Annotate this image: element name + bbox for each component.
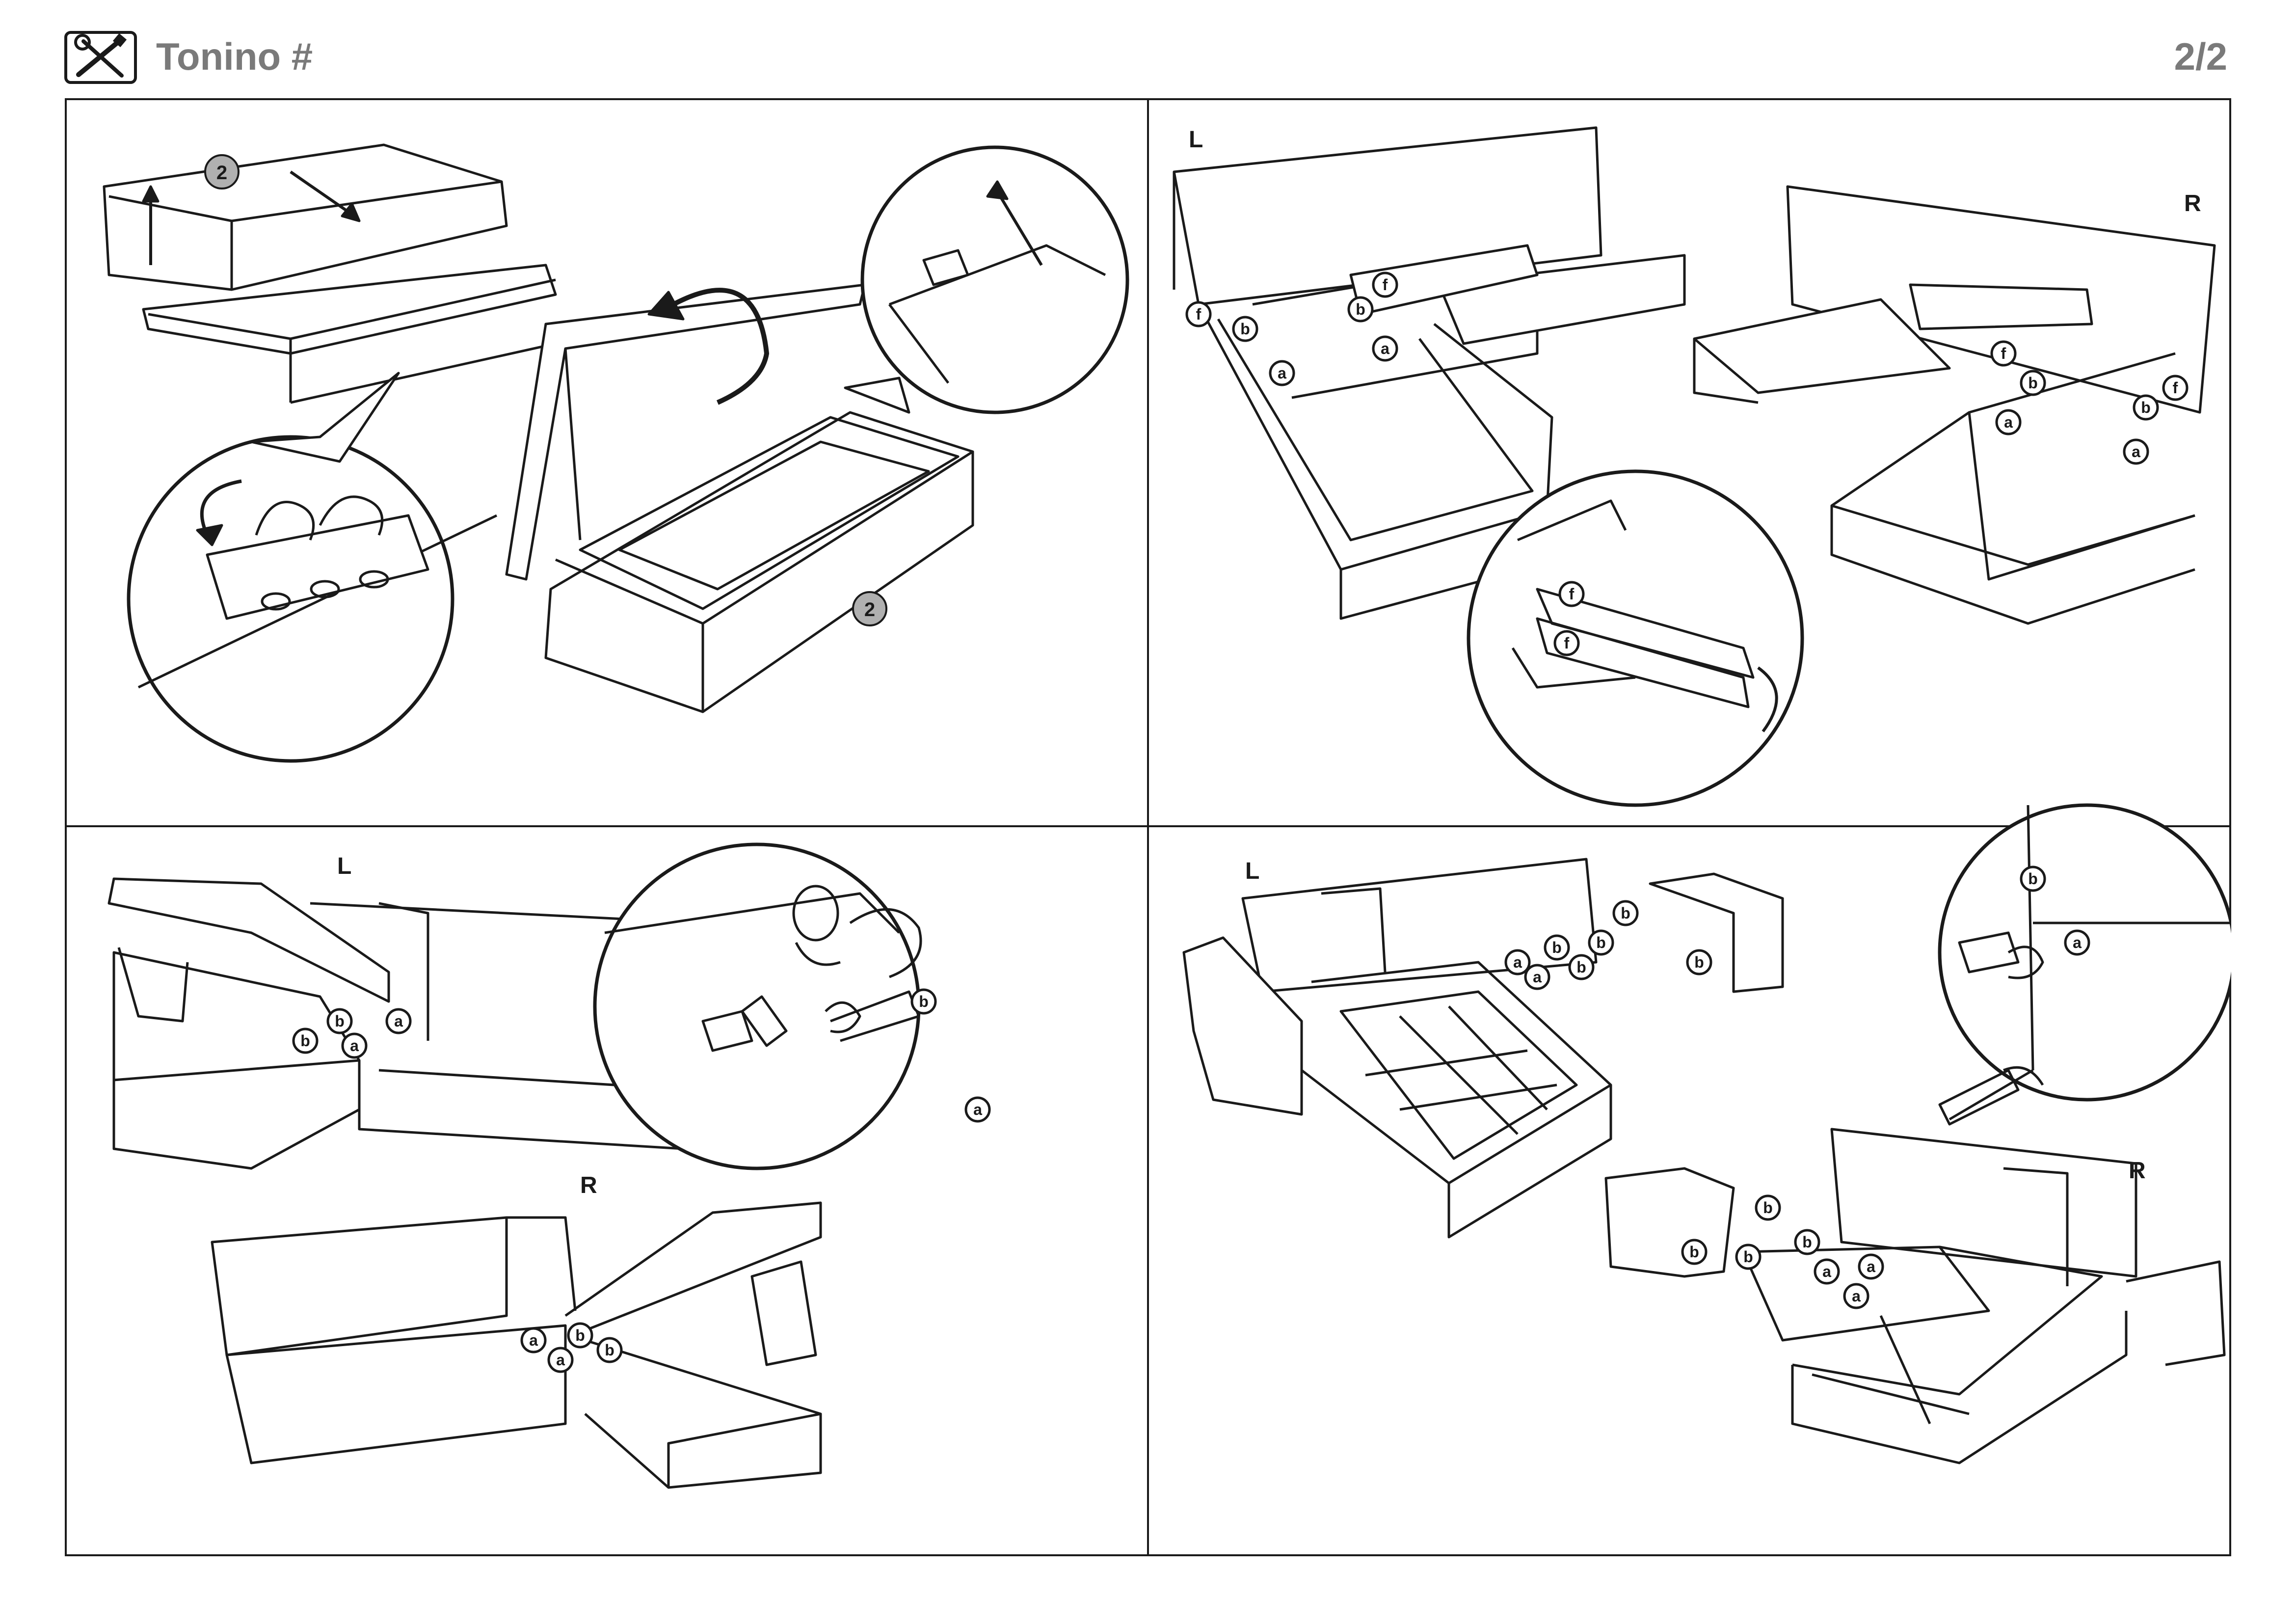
tools-icon bbox=[64, 30, 137, 84]
callout-b: b bbox=[335, 1012, 345, 1030]
side-label-right: R bbox=[2129, 1158, 2146, 1184]
callout-b: b bbox=[1694, 953, 1704, 971]
callout-f: f bbox=[2173, 379, 2178, 397]
callout-b: b bbox=[1240, 320, 1250, 338]
callout-b: b bbox=[1621, 904, 1630, 922]
callout-a: a bbox=[2004, 413, 2013, 431]
callout-b: b bbox=[1689, 1243, 1699, 1261]
callout-f: f bbox=[1564, 634, 1570, 652]
instruction-panels: 2 2 bbox=[65, 98, 2231, 1556]
callout-b: b bbox=[1576, 958, 1586, 976]
page-indicator: 2/2 bbox=[2174, 35, 2227, 78]
callout-b: b bbox=[1802, 1233, 1812, 1251]
side-label-left: L bbox=[337, 853, 351, 879]
panel-bottom-left bbox=[107, 842, 991, 1489]
callout-b: b bbox=[2028, 374, 2038, 392]
callout-a: a bbox=[1852, 1287, 1861, 1305]
panel-top-right bbox=[1173, 126, 2216, 807]
callout-a: a bbox=[1533, 968, 1542, 986]
callout-a: a bbox=[1278, 364, 1286, 382]
callout-f: f bbox=[1383, 276, 1388, 294]
callout-b: b bbox=[605, 1341, 614, 1359]
callout-a: a bbox=[1381, 340, 1389, 357]
callout-b: b bbox=[1743, 1248, 1753, 1266]
callout-a: a bbox=[1867, 1258, 1875, 1275]
callout-a: a bbox=[2132, 443, 2140, 460]
side-label-left: L bbox=[1245, 858, 1259, 884]
callout-a: a bbox=[556, 1351, 565, 1369]
callout-b: b bbox=[300, 1032, 310, 1050]
callout-b: b bbox=[919, 993, 929, 1010]
callout-a: a bbox=[394, 1012, 403, 1030]
panel-top-left bbox=[103, 143, 1129, 763]
callout-a: a bbox=[2073, 934, 2082, 951]
callout-a: a bbox=[1822, 1263, 1831, 1280]
page-title: Tonino # bbox=[156, 35, 313, 78]
callout-b: b bbox=[575, 1326, 585, 1344]
callout-b: b bbox=[1356, 300, 1365, 318]
side-label-left: L bbox=[1189, 127, 1203, 153]
callout-a: a bbox=[350, 1037, 359, 1055]
callout-b: b bbox=[2028, 870, 2038, 888]
callout-b: b bbox=[2141, 399, 2151, 416]
callout-f: f bbox=[1196, 305, 1201, 323]
callout-a: a bbox=[1513, 953, 1522, 971]
step-badge: 2 bbox=[216, 162, 227, 184]
callout-b: b bbox=[1596, 934, 1606, 951]
side-label-right: R bbox=[2184, 190, 2201, 217]
callout-b: b bbox=[1552, 939, 1562, 956]
callout-b: b bbox=[1763, 1199, 1773, 1217]
callout-a: a bbox=[529, 1331, 538, 1349]
step-badge-second: 2 bbox=[864, 599, 875, 621]
side-label-right: R bbox=[580, 1172, 597, 1198]
callout-f: f bbox=[1569, 585, 1575, 603]
callout-f: f bbox=[2001, 345, 2006, 362]
panel-bottom-right bbox=[1182, 803, 2231, 1464]
callout-a: a bbox=[973, 1101, 982, 1118]
